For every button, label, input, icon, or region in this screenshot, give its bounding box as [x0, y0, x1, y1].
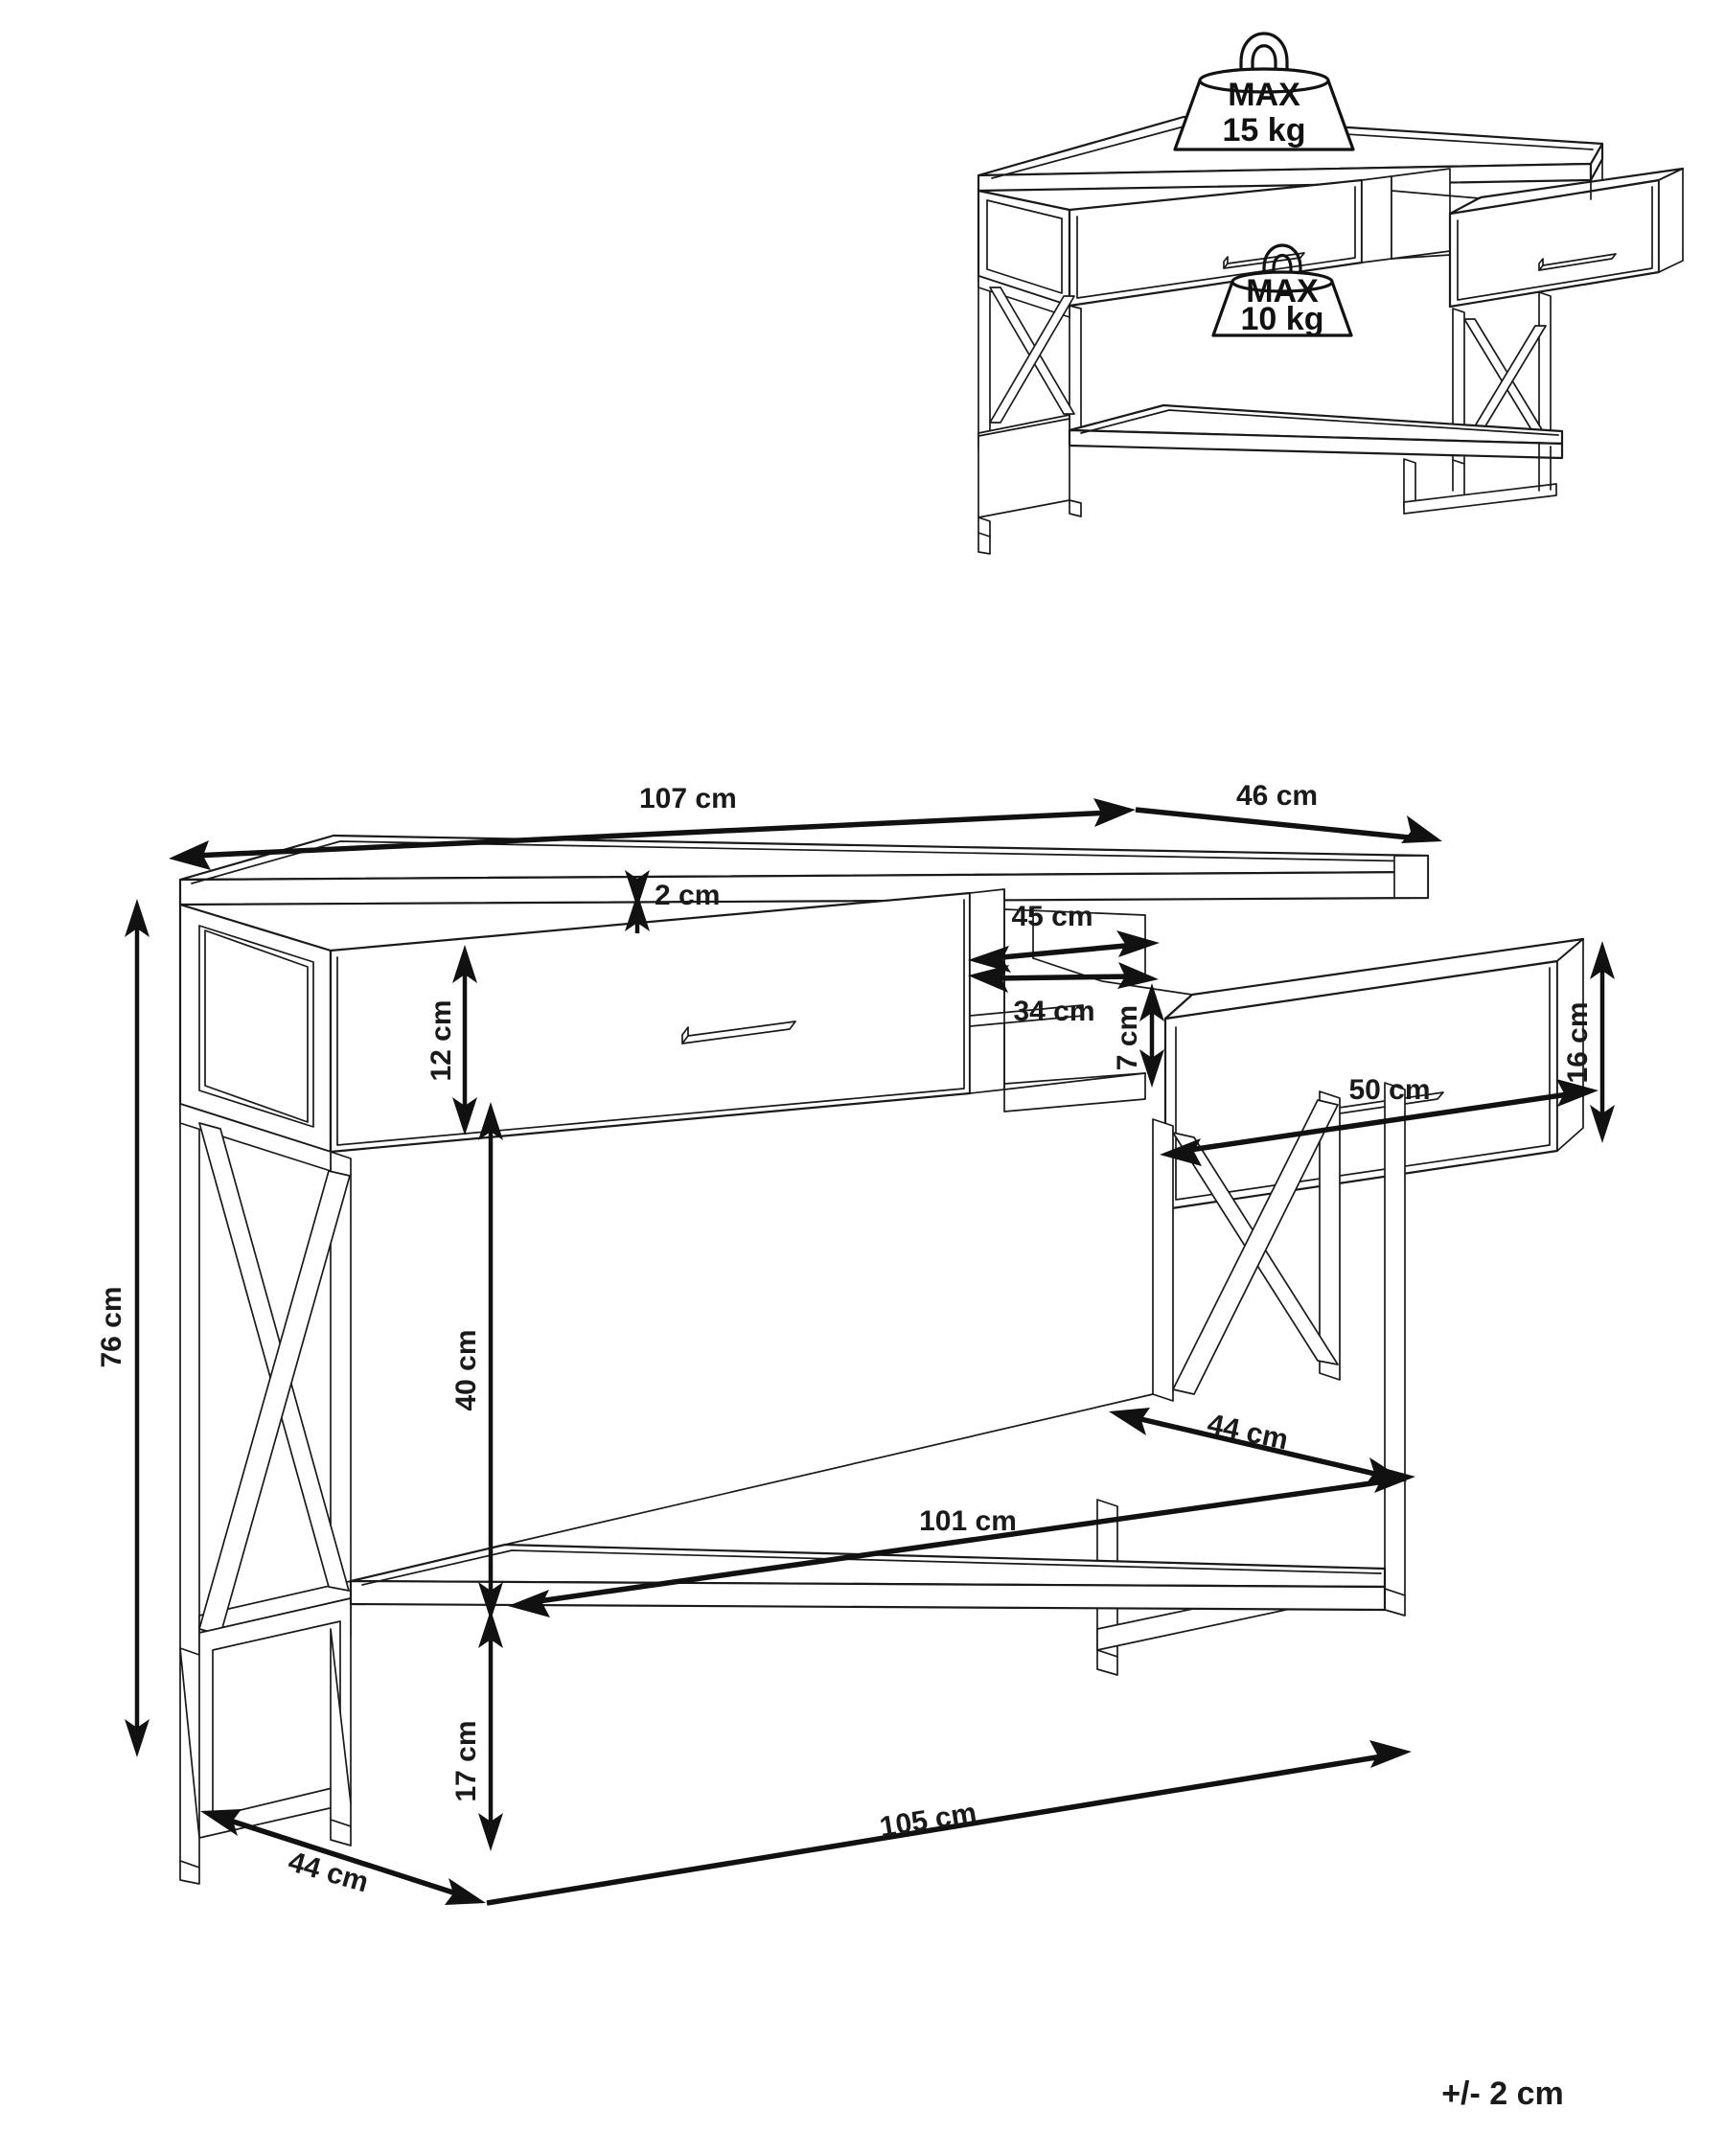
dim-34cm: 34 cm — [968, 962, 1159, 1027]
load-label-value-shelf: 10 kg — [1241, 301, 1324, 337]
load-weight-tabletop: MAX 15 kg — [1173, 32, 1355, 151]
main-left-leg-frame — [179, 1103, 352, 1885]
dim-107cm: 107 cm — [169, 783, 1136, 870]
dim-label-44cm-shelf: 44 cm — [1205, 1409, 1291, 1456]
dim-7cm: 7 cm — [1112, 983, 1164, 1088]
dim-label-2cm: 2 cm — [655, 880, 720, 911]
dim-17cm: 17 cm — [450, 1610, 503, 1851]
dim-label-7cm: 7 cm — [1112, 1005, 1143, 1070]
dim-16cm: 16 cm — [1562, 941, 1615, 1143]
dim-label-76cm: 76 cm — [96, 1286, 127, 1367]
load-label-max-shelf: MAX — [1246, 273, 1319, 310]
left-leg-frame — [978, 275, 1082, 538]
dim-label-17cm: 17 cm — [450, 1720, 482, 1801]
load-weight-shelf: MAX 10 kg — [1211, 243, 1353, 337]
load-label-value-top: 15 kg — [1223, 112, 1306, 149]
dim-76cm: 76 cm — [96, 899, 150, 1757]
dim-label-12cm: 12 cm — [426, 999, 457, 1081]
dim-label-101cm: 101 cm — [919, 1505, 1017, 1537]
dim-2cm: 2 cm — [625, 870, 720, 933]
dim-label-40cm: 40 cm — [450, 1329, 482, 1411]
dim-50cm: 50 cm — [1160, 1074, 1598, 1166]
dim-44cm-shelf: 44 cm — [1109, 1408, 1407, 1484]
dim-label-34cm: 34 cm — [1013, 996, 1094, 1027]
dim-45cm: 45 cm — [968, 901, 1160, 973]
main-dimension-drawing — [178, 834, 1585, 1885]
dim-label-16cm: 16 cm — [1562, 1001, 1594, 1083]
tolerance-note: +/- 2 cm — [1441, 2076, 1564, 2112]
dim-label-105cm: 105 cm — [878, 1797, 979, 1844]
dim-46cm: 46 cm — [1135, 780, 1442, 843]
dim-101cm: 101 cm — [508, 1465, 1415, 1617]
drawer-handle-right — [1538, 253, 1617, 271]
dim-40cm: 40 cm — [450, 1102, 503, 1620]
dim-105cm: 105 cm — [486, 1740, 1412, 1906]
dim-label-107cm: 107 cm — [639, 783, 737, 814]
dim-label-50cm: 50 cm — [1348, 1074, 1430, 1106]
load-label-max-top: MAX — [1228, 77, 1300, 113]
dim-12cm: 12 cm — [426, 945, 477, 1135]
dim-label-45cm: 45 cm — [1011, 901, 1092, 932]
drawer-handle-main-left — [681, 1021, 796, 1044]
dimension-annotations: 107 cm 46 cm 2 cm 12 cm 45 c — [96, 780, 1615, 1906]
top-illustration: MAX 15 kg MAX 10 kg — [977, 32, 1685, 555]
dim-label-46cm: 46 cm — [1236, 780, 1318, 812]
